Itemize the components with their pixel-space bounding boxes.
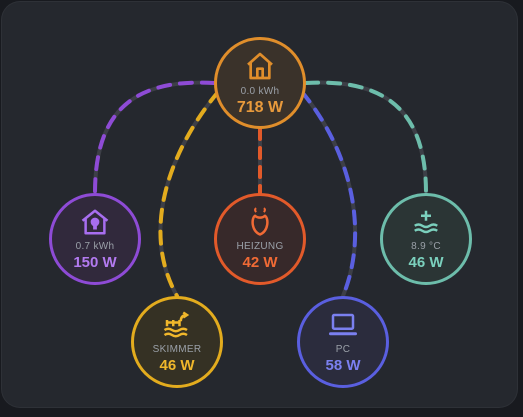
flow-line-pc bbox=[300, 90, 358, 298]
heizung-power: 42 W bbox=[242, 254, 278, 271]
home-energy: 0.0 kWh bbox=[240, 85, 280, 97]
light-power: 150 W bbox=[73, 254, 117, 271]
laptop-icon bbox=[329, 313, 357, 336]
heizung-label: HEIZUNG bbox=[236, 241, 284, 252]
house-icon bbox=[247, 52, 273, 79]
pool-pump-icon bbox=[163, 311, 190, 338]
skimmer-label: SKIMMER bbox=[152, 344, 202, 355]
device-node-light[interactable]: 0.7 kWh 150 W bbox=[49, 193, 141, 285]
flow-line-pool bbox=[304, 80, 428, 195]
pool-temperature: 8.9 °C bbox=[411, 241, 441, 252]
device-node-skimmer[interactable]: SKIMMER 46 W bbox=[131, 296, 223, 388]
pool-heater-icon bbox=[414, 210, 438, 234]
skimmer-power: 46 W bbox=[159, 357, 195, 374]
flow-line-light bbox=[93, 80, 216, 195]
pool-power: 46 W bbox=[408, 254, 444, 271]
light-label: 0.7 kWh bbox=[75, 241, 115, 252]
device-node-pool[interactable]: 8.9 °C 46 W bbox=[380, 193, 472, 285]
flow-line-skimmer bbox=[158, 90, 220, 298]
radiator-icon bbox=[251, 207, 269, 236]
pc-label: PC bbox=[335, 344, 351, 355]
home-power: 718 W bbox=[236, 98, 284, 116]
device-node-pc[interactable]: PC 58 W bbox=[297, 296, 389, 388]
lightbulb-house-icon bbox=[81, 209, 109, 235]
pc-power: 58 W bbox=[325, 357, 361, 374]
home-node[interactable]: 0.0 kWh 718 W bbox=[214, 37, 306, 129]
device-node-heizung[interactable]: HEIZUNG 42 W bbox=[214, 193, 306, 285]
